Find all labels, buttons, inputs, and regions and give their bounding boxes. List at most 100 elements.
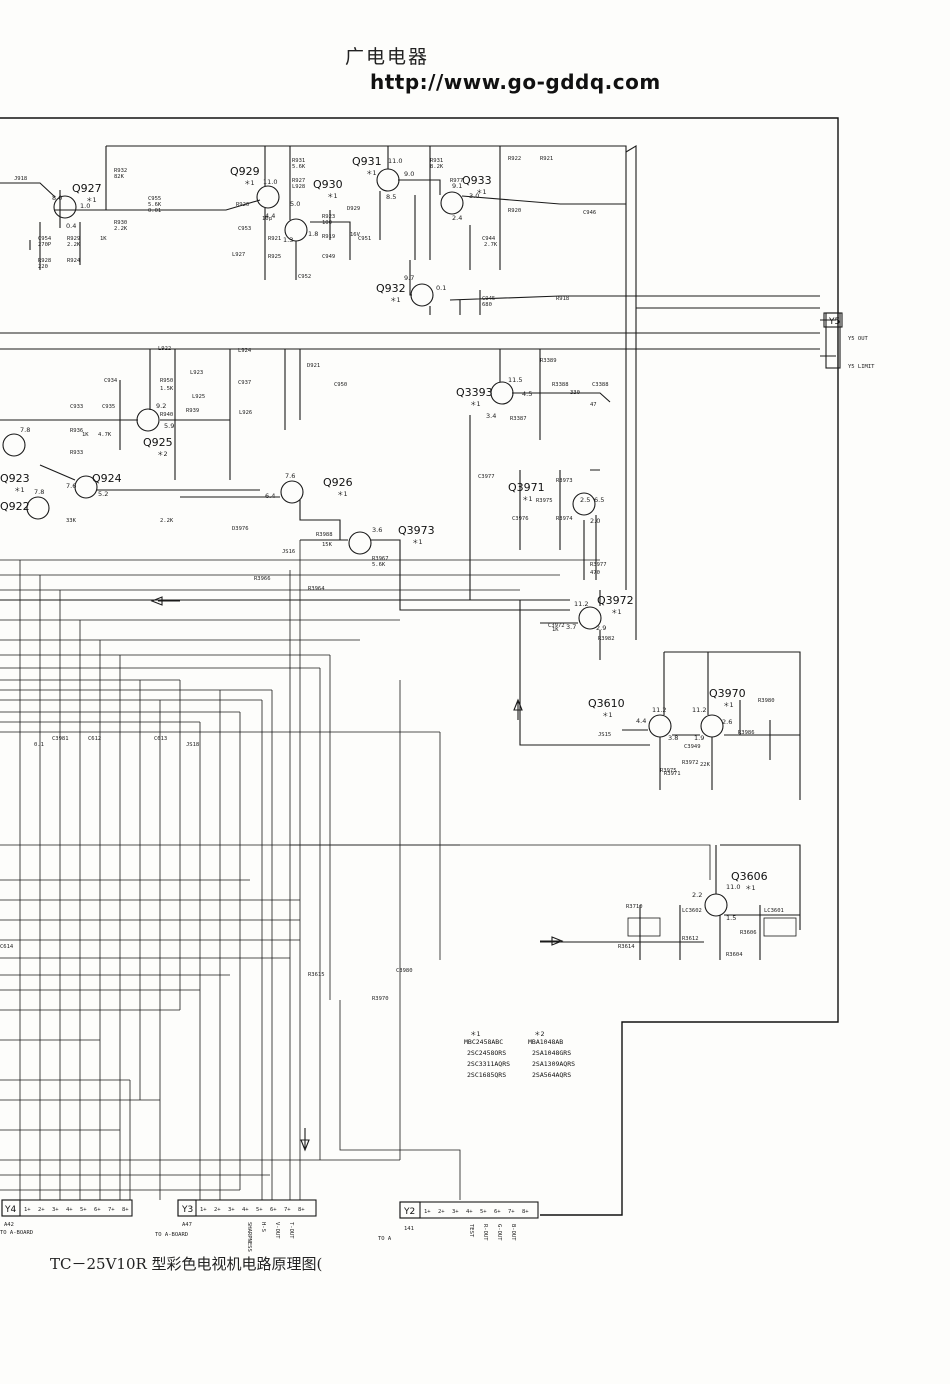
component-designator: C946: [583, 210, 596, 216]
signal-arrow-up: [513, 698, 523, 720]
connector-y3-pin: 4+: [242, 1207, 249, 1213]
component-value: 1.5K: [160, 386, 174, 392]
component-designator: R3388: [552, 382, 569, 388]
component-designator: C3980: [396, 968, 413, 974]
component-designator: C3972: [548, 623, 565, 629]
voltage-reading: 1.0: [80, 202, 90, 210]
component-designator: R931: [430, 158, 443, 164]
legend-right-head: MBA1048AB: [528, 1038, 563, 1046]
component-designator: R923: [322, 214, 335, 220]
component-designator: L928: [292, 184, 305, 190]
legend-left-mark: ＊1: [470, 1030, 481, 1038]
legend-left-head: MBC2458ABC: [464, 1038, 503, 1046]
connector-y2-signal: R-OUT: [482, 1224, 488, 1241]
transistor-label: Q927: [72, 182, 102, 195]
component-designator: R3966: [254, 576, 271, 582]
component-designator: C954: [38, 236, 52, 242]
transistor-mark: ＊1: [337, 490, 348, 498]
connector-y4-pin: 6+: [94, 1207, 101, 1213]
component-value: 16V: [350, 232, 361, 238]
component-designator: R3975: [660, 768, 677, 774]
voltage-reading: 3.8: [668, 734, 678, 742]
component-designator: C613: [154, 736, 167, 742]
voltage-reading: 4.5: [522, 390, 532, 398]
component-designator: C3949: [684, 744, 701, 750]
site-url[interactable]: http://www.go-gddq.com: [370, 70, 661, 94]
connector-y4-pin: 5+: [80, 1207, 87, 1213]
connector-y2-pin: 7+: [508, 1209, 515, 1215]
component-designator: D929: [347, 206, 360, 212]
component-designator: R927: [292, 178, 305, 184]
component-designator: D921: [307, 363, 320, 369]
transistor-mark: ＊1: [602, 711, 613, 719]
legend-right-mark: ＊2: [534, 1030, 545, 1038]
connector-y2-pin: 2+: [438, 1209, 445, 1215]
connector-y2-pin: 5+: [480, 1209, 487, 1215]
component-value: 82K: [114, 174, 125, 180]
component-designator: R3604: [726, 952, 743, 958]
voltage-reading: 4.4: [265, 212, 275, 220]
component-designator: R920: [508, 208, 521, 214]
connector-y4-label: Y4: [4, 1205, 16, 1215]
transistor-label: Q3971: [508, 481, 545, 494]
diagram-caption: TC－25V10R 型彩色电视机电路原理图(: [50, 1255, 323, 1273]
voltage-reading: 3.6: [372, 526, 382, 534]
component-designator: C934: [104, 378, 118, 384]
legend-left-item: 2SC1685QRS: [467, 1071, 506, 1079]
component-designator: R932: [114, 168, 127, 174]
jumper-label: JS16: [282, 549, 295, 555]
connector-y4-pin: 8+: [122, 1207, 129, 1213]
voltage-reading: 7.8: [34, 488, 44, 496]
component-designator: C953: [238, 226, 251, 232]
connector-y2-pin: 8+: [522, 1209, 529, 1215]
voltage-reading: 11.5: [508, 376, 522, 384]
connector-y4-target: TO A-BOARD: [0, 1230, 33, 1236]
connector-y4-pin: 3+: [52, 1207, 59, 1213]
legend-right-item: 2SA1309AQRS: [532, 1060, 575, 1068]
component-designator: R922: [508, 156, 521, 162]
component-value: 270P: [38, 242, 52, 248]
connector-y3-target: TO A-BOARD: [155, 1232, 188, 1238]
connector-y4-pin: 7+: [108, 1207, 115, 1213]
connector-y3-pin: 2+: [214, 1207, 221, 1213]
transistor-mark: ＊2: [157, 450, 168, 458]
supply-rail-top: [106, 145, 627, 590]
transistor-label: Q932: [376, 282, 406, 295]
connector-y4-pin: 4+: [66, 1207, 73, 1213]
legend-right-item: 2SA1048GRS: [532, 1049, 571, 1057]
voltage-reading: 5.0: [290, 200, 300, 208]
component-value: 100: [322, 220, 332, 226]
component-value: 330: [570, 390, 580, 396]
voltage-reading: 9.1: [452, 182, 462, 190]
connector-y2-signal: TEST: [468, 1224, 474, 1238]
voltage-reading: 5.2: [98, 490, 108, 498]
site-chinese-title: 广电电器: [345, 46, 430, 68]
component-value: 5.6K: [292, 164, 306, 170]
component-designator: R977: [450, 178, 463, 184]
component-value: 47: [590, 402, 597, 408]
component-designator: C944: [482, 236, 496, 242]
component-designator: R3982: [598, 636, 615, 642]
transistor-mark: ＊1: [14, 486, 25, 494]
component-designator: C3388: [592, 382, 609, 388]
voltage-reading: 7.6: [66, 482, 76, 490]
connector-y2-pin: 6+: [494, 1209, 501, 1215]
connector-y5-pin: Y5 OUT: [848, 336, 869, 342]
component-designator: L925: [192, 394, 205, 400]
component-designator: R3975: [536, 498, 553, 504]
component-designator: R3606: [740, 930, 757, 936]
component-designator: LC3601: [764, 908, 784, 914]
connector-y3-pin: 8+: [298, 1207, 305, 1213]
signal-arrow-down: [300, 1128, 310, 1152]
voltage-reading: 11.0: [726, 883, 740, 891]
component-value: 1K: [82, 432, 89, 438]
connector-y3-pin: 1+: [200, 1207, 207, 1213]
component-designator: R3971: [664, 771, 681, 777]
transistor-label: Q922: [0, 500, 30, 513]
transistor-label: Q924: [92, 472, 122, 485]
component-designator: R3964: [308, 586, 325, 592]
transistor-mark: ＊1: [745, 884, 756, 892]
component-value: 22K: [700, 762, 711, 768]
voltage-reading: 9.2: [156, 402, 166, 410]
bus-lines: [0, 540, 711, 1200]
